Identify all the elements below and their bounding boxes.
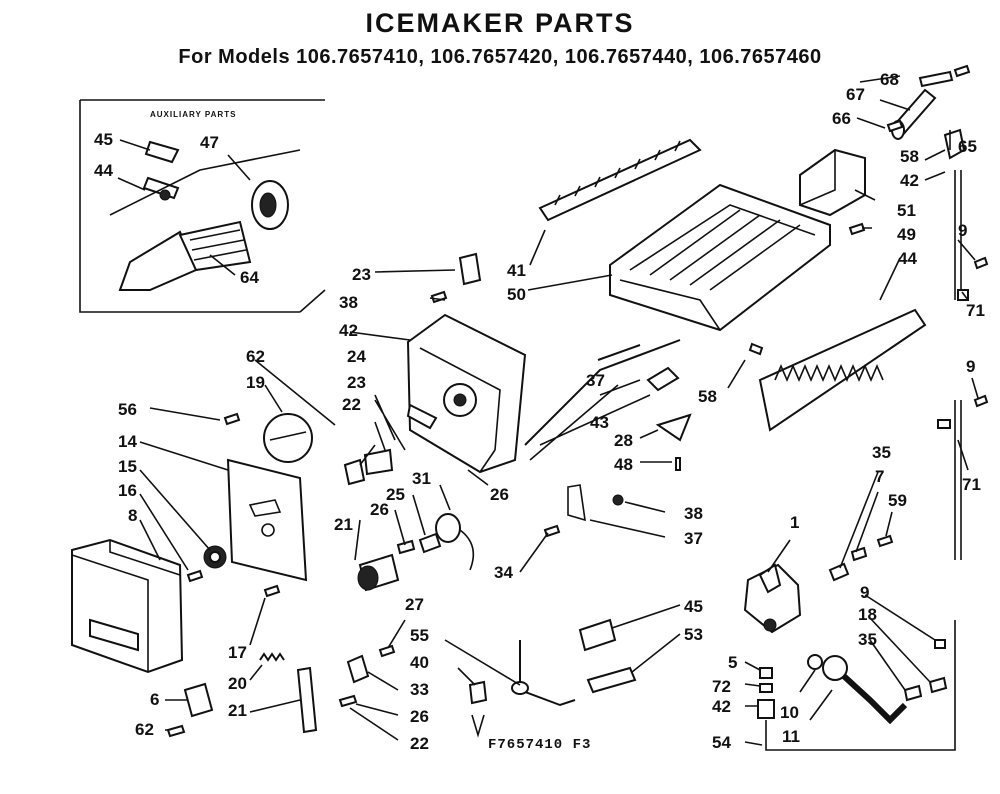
callout-26c: 26	[410, 707, 429, 726]
callout-7: 7	[875, 467, 884, 486]
callout-12: 14	[118, 432, 137, 451]
callout-57: 56	[118, 400, 137, 419]
callout-21: 21	[334, 515, 353, 534]
ice-mold	[609, 183, 831, 332]
callout-58: 59	[888, 491, 907, 510]
callout-66: 66	[832, 109, 851, 128]
water-line	[807, 654, 908, 725]
callout-22: 22	[410, 734, 429, 753]
motor-gear	[263, 413, 313, 463]
callout-34: 34	[494, 563, 513, 582]
callout-62b: 62	[135, 720, 154, 739]
callout-28: 28	[614, 431, 633, 450]
callout-8: 8	[128, 506, 137, 525]
callout-26b: 26	[490, 485, 509, 504]
callout-1: 1	[790, 513, 799, 532]
callout-49: 47	[200, 133, 219, 152]
drive-gear	[203, 545, 227, 569]
callout-41: 41	[507, 261, 526, 280]
callout-16: 18	[858, 605, 877, 624]
callout-37: 37	[586, 371, 605, 390]
callout-48: 45	[94, 130, 113, 149]
callout-55: 55	[410, 626, 429, 645]
mounting-plate	[226, 458, 308, 582]
callout-50b: 49	[897, 225, 916, 244]
callout-29: 38	[339, 293, 358, 312]
callout-11: 11	[782, 727, 800, 746]
callout-47: 44	[94, 161, 113, 180]
callout-24: 24	[347, 347, 366, 366]
callout-15: 17	[228, 643, 247, 662]
callout-62: 62	[246, 347, 265, 366]
callout-71b: 71	[962, 475, 981, 494]
callout-23: 23	[352, 265, 371, 284]
auxiliary-parts-box: AUXILIARY PARTS	[79, 99, 326, 313]
callout-59: 58	[900, 147, 919, 166]
callout-9: 9	[958, 221, 967, 240]
ejector-comb	[538, 138, 702, 222]
callout-50: 48	[614, 455, 633, 474]
callout-67: 67	[846, 85, 865, 104]
diagram-title: ICEMAKER PARTS	[365, 8, 635, 38]
callout-6: 6	[150, 690, 159, 709]
callout-38: 37	[684, 529, 703, 548]
callout-14: 16	[118, 481, 137, 500]
callout-32: 35	[858, 630, 877, 649]
callout-23b: 23	[347, 373, 366, 392]
callout-68: 68	[880, 70, 899, 89]
callout-45: 45	[684, 597, 703, 616]
callout-5: 5	[728, 653, 737, 672]
callout-30: 31	[412, 469, 431, 488]
front-cover	[71, 538, 184, 674]
callout-25: 25	[386, 485, 405, 504]
callout-71: 71	[966, 301, 985, 320]
callout-20: 22	[342, 395, 361, 414]
small-parts	[166, 64, 989, 751]
callout-64: 64	[240, 268, 259, 287]
callout-33: 42	[339, 321, 358, 340]
callout-42b: 42	[712, 697, 731, 716]
callout-72: 72	[712, 677, 731, 696]
auxiliary-parts-title: AUXILIARY PARTS	[150, 110, 236, 119]
callout-13: 15	[118, 457, 137, 476]
callout-51: 50	[507, 285, 526, 304]
callout-27: 27	[405, 595, 424, 614]
figure-code: F7657410 F3	[488, 737, 591, 753]
callout-42: 42	[900, 171, 919, 190]
stripper	[758, 308, 927, 432]
callout-labels: 23 38 42 24 23 22 62 19 56 14 15 16 8 17…	[94, 70, 985, 753]
callout-53: 53	[684, 625, 703, 644]
callout-43: 43	[590, 413, 609, 432]
callout-10: 10	[780, 703, 799, 722]
callout-54: 54	[712, 733, 731, 752]
callout-65: 65	[958, 137, 977, 156]
callout-31: 33	[410, 680, 429, 699]
callout-52: 51	[897, 201, 916, 220]
water-valve	[743, 563, 802, 634]
motor-housing	[406, 313, 527, 474]
leader-lines	[117, 75, 979, 746]
callout-18: 20	[228, 674, 247, 693]
fill-cup	[799, 148, 866, 217]
callout-40: 40	[410, 653, 429, 672]
callout-56: 58	[698, 387, 717, 406]
callout-19: 21	[228, 701, 247, 720]
model-list: For Models 106.7657410, 106.7657420, 106…	[178, 46, 822, 68]
callout-9b: 9	[966, 357, 975, 376]
callout-44: 44	[898, 249, 917, 268]
callout-9c: 9	[860, 583, 869, 602]
callout-26: 26	[370, 500, 389, 519]
callout-35: 35	[872, 443, 891, 462]
callout-17: 19	[246, 373, 265, 392]
callout-39: 38	[684, 504, 703, 523]
